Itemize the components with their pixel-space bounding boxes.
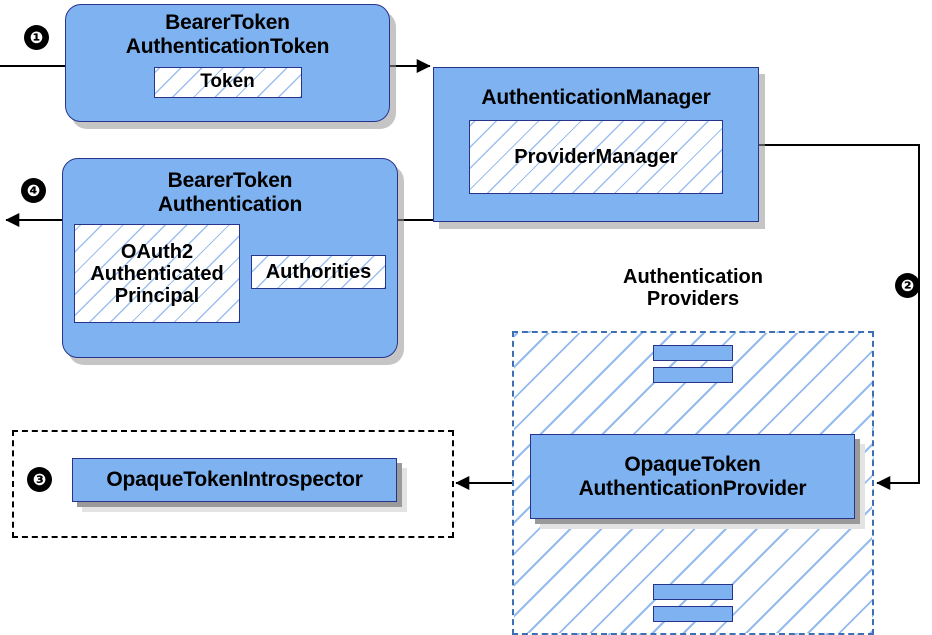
- inner-box-authorities: Authorities: [251, 255, 386, 290]
- bearer-token-authentication-token-title: BearerToken AuthenticationToken: [125, 11, 330, 58]
- bta-title-line2: Authentication: [157, 192, 303, 216]
- btat-title-line1: BearerToken: [165, 11, 290, 34]
- stacked-bar-bottom-2: [653, 606, 733, 622]
- connector-2-delegate: [758, 144, 920, 490]
- node-opaque-token-introspector[interactable]: OpaqueTokenIntrospector: [72, 458, 397, 502]
- btat-title-line2: AuthenticationToken: [125, 34, 330, 58]
- bearer-token-authentication-title: BearerToken Authentication: [158, 169, 302, 216]
- step-badge-1: ❶: [24, 25, 49, 50]
- authentication-providers-label-line2: Providers: [646, 288, 740, 311]
- node-bearer-token-authentication[interactable]: BearerToken Authentication OAuth2 Authen…: [62, 158, 398, 358]
- stacked-bar-bottom-1: [653, 584, 733, 600]
- opaque-token-introspector-title: OpaqueTokenIntrospector: [106, 468, 363, 492]
- principal-line3: Principal: [114, 284, 200, 307]
- stacked-bar-top-2: [653, 367, 733, 383]
- step-badge-3: ❸: [27, 467, 52, 492]
- inner-box-token: Token: [153, 67, 302, 99]
- node-opaque-token-authentication-provider[interactable]: OpaqueToken AuthenticationProvider: [530, 434, 855, 519]
- inner-box-provider-manager-label: ProviderManager: [514, 145, 678, 168]
- step-badge-4: ❹: [21, 178, 46, 203]
- node-bearer-token-authentication-token[interactable]: BearerToken AuthenticationToken Token: [65, 4, 390, 122]
- inner-box-authorities-label: Authorities: [265, 261, 372, 284]
- otap-title-line1: OpaqueToken: [624, 452, 761, 476]
- principal-line1: OAuth2: [120, 240, 194, 263]
- node-authentication-manager[interactable]: AuthenticationManager ProviderManager: [433, 67, 759, 222]
- introspector-region: [12, 430, 454, 538]
- bta-title-line1: BearerToken: [167, 169, 293, 192]
- inner-box-oauth2-authenticated-principal: OAuth2 Authenticated Principal: [74, 224, 240, 324]
- authentication-providers-label: Authentication Providers: [570, 266, 816, 311]
- authentication-manager-title: AuthenticationManager: [481, 86, 711, 109]
- inner-box-provider-manager: ProviderManager: [469, 119, 723, 194]
- authentication-providers-label-line1: Authentication: [623, 266, 763, 288]
- principal-line2: Authenticated: [90, 262, 224, 285]
- opaque-token-authentication-provider-title: OpaqueToken AuthenticationProvider: [579, 453, 807, 500]
- otap-title-line2: AuthenticationProvider: [578, 476, 807, 500]
- inner-box-token-label: Token: [200, 71, 255, 93]
- stacked-bar-top-1: [653, 345, 733, 361]
- step-badge-2: ❷: [895, 273, 920, 298]
